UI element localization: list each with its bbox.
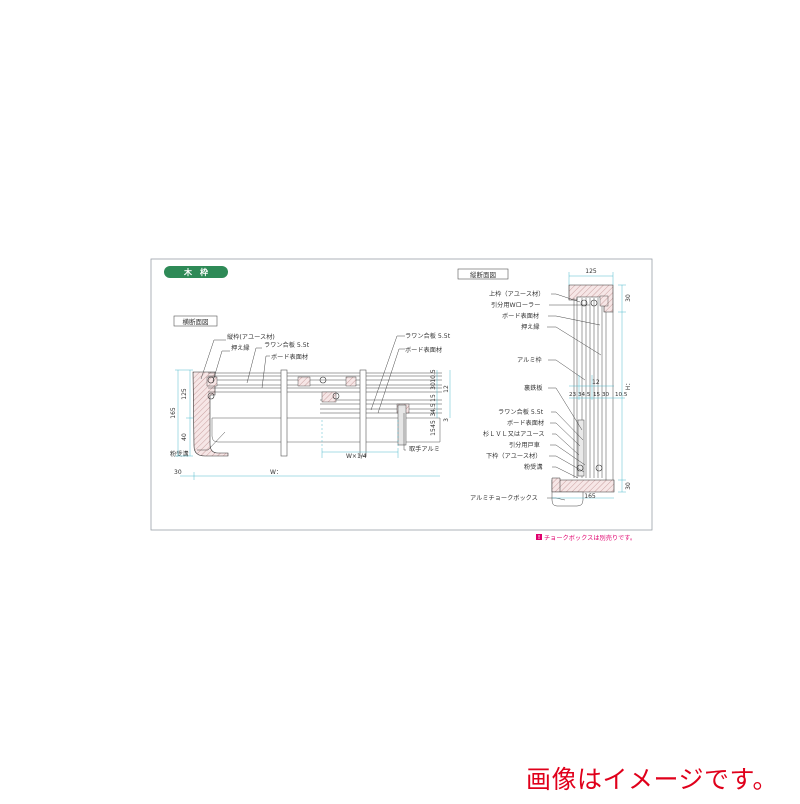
mullion-posts — [280, 369, 367, 457]
label-alumi: アルミ枠 — [517, 356, 542, 364]
bottom-frame — [551, 479, 615, 493]
chalk-box — [551, 491, 584, 507]
handle-aluminum — [397, 404, 407, 446]
vertical-section-header — [457, 268, 509, 280]
footnote-marker — [536, 534, 542, 540]
dim-top30: 30 — [625, 294, 632, 302]
label-lauan-right: ラワン合板 5.5t — [405, 332, 451, 340]
upper-clip — [599, 295, 609, 307]
label-lauan-left: ラワン合板 5.5t — [264, 341, 310, 349]
dim-h: H： — [625, 380, 632, 391]
dim-h40: 40 — [181, 433, 188, 441]
dim-d345: 34.5 — [430, 403, 437, 417]
dim-v-d30: 30 — [602, 392, 610, 398]
dim-d30: 30 — [430, 382, 437, 390]
dim-h165: 165 — [170, 407, 177, 419]
label-osaebuchi-v: 押え縁 — [521, 323, 540, 331]
horizontal-section: 横断面図 — [170, 315, 451, 480]
label-osaebuchi: 押え縁 — [231, 344, 250, 352]
dim-d15: 15 — [430, 394, 437, 402]
vertical-section: 縦断面図 — [457, 268, 632, 507]
horizontal-dim-lines — [175, 369, 451, 480]
footnote-text: チョークボックスは別売りです。 — [544, 534, 636, 542]
panel-layers — [208, 372, 442, 414]
dim-bot165: 165 — [584, 493, 596, 500]
label-uwawaku: 上枠（アユース材） — [489, 290, 544, 298]
label-board-left: ボード表面材 — [271, 353, 308, 361]
label-toritte: 取手アルミ — [409, 445, 440, 453]
dim-top125: 125 — [585, 268, 597, 275]
dim-v-d23: 23 — [569, 392, 577, 398]
label-lauan-v: ラワン合板 5.5t — [498, 408, 544, 416]
dim-v-d345: 34.5 — [578, 392, 591, 398]
title-badge-text: 木 枠 — [183, 267, 208, 277]
dim-w: W： — [270, 469, 282, 476]
vertical-panel-lines — [573, 298, 614, 480]
horizontal-section-title: 横断面図 — [183, 317, 209, 326]
label-roller: 引分用Wローラー — [491, 301, 540, 309]
roller-circles — [207, 376, 340, 400]
dim-d12: 12 — [443, 385, 450, 393]
dim-w30: 30 — [174, 469, 182, 476]
label-tatewaku: 縦枠(アユース材) — [227, 333, 275, 341]
dim-v-d105: 10.5 — [615, 392, 628, 398]
label-board-right: ボード表面材 — [405, 346, 442, 354]
dim-bot30: 30 — [625, 482, 632, 490]
steel-plate — [577, 419, 585, 477]
label-board2-v: ボード表面材 — [507, 419, 544, 427]
dim-d3: 3 — [443, 418, 450, 422]
horizontal-leaders — [197, 335, 406, 451]
label-konauke-h: 粉受溝 — [170, 450, 189, 458]
label-konauke-v: 粉受溝 — [524, 463, 543, 471]
rollers — [576, 299, 603, 472]
label-chalk-box: アルミチョークボックス — [470, 494, 538, 502]
horizontal-section-header — [173, 315, 218, 327]
title-badge — [164, 266, 228, 278]
vertical-dim-lines — [552, 272, 626, 499]
dim-d105: 10.5 — [430, 369, 437, 383]
dim-d15b: 15 — [430, 428, 437, 436]
vertical-section-title: 縦断面図 — [470, 270, 496, 279]
dim-h125: 125 — [181, 388, 188, 400]
label-tosha: 引分用戸車 — [509, 441, 540, 449]
image-caption: 画像はイメージです。 — [525, 765, 778, 794]
dim-v-d12: 12 — [592, 379, 600, 386]
label-uratetsu: 裏鉄板 — [524, 384, 543, 392]
vertical-leaders — [547, 293, 602, 501]
label-shitawaku: 下枠（アユース材） — [486, 452, 541, 460]
dim-d45: 45 — [430, 420, 437, 428]
chalk-box-lip — [551, 477, 561, 493]
stile-frame — [192, 371, 229, 457]
dim-v-d15: 15 — [593, 392, 601, 398]
label-board-v: ボード表面材 — [502, 312, 539, 320]
dim-w-quarter: W×1/4 — [346, 453, 367, 460]
label-sugi-lvl: 杉ＬＶＬ又はアユース — [483, 430, 545, 438]
footnote-marker-glyph: ! — [538, 535, 540, 541]
